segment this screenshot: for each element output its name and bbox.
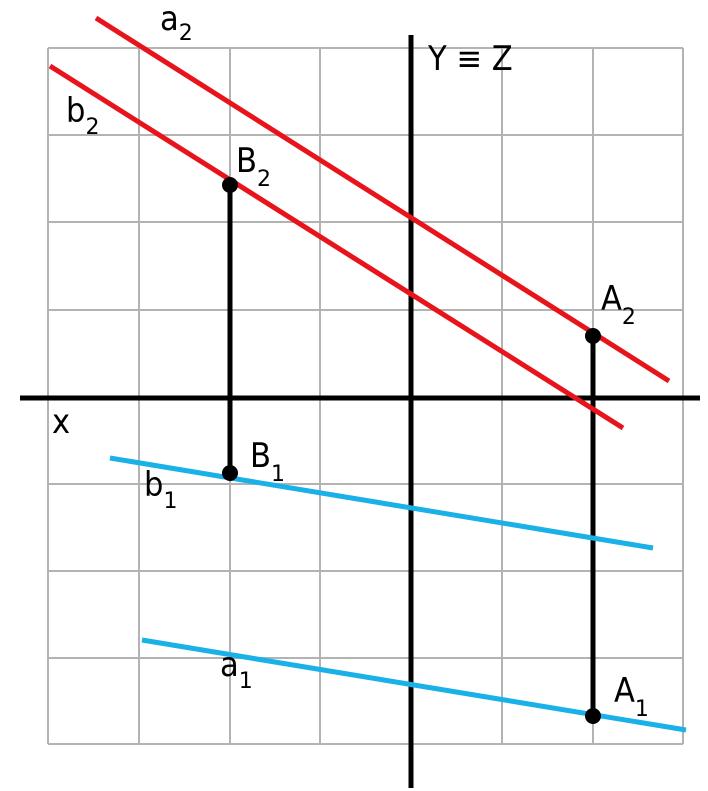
line-b2 <box>48 63 625 431</box>
label-a2-main: a <box>160 0 179 39</box>
axis-x-label: x <box>52 402 70 442</box>
point-B1 <box>222 465 238 481</box>
label-B1-sub: 1 <box>271 462 285 487</box>
label-B1: B1 <box>250 436 285 487</box>
line-b1 <box>109 455 654 551</box>
label-B1-main: B <box>250 436 271 476</box>
label-B2: B2 <box>236 141 271 192</box>
label-b2-sub: 2 <box>85 115 99 140</box>
label-b1-sub: 1 <box>163 489 177 514</box>
label-A1-sub: 1 <box>635 697 649 722</box>
label-a2-sub: 2 <box>179 21 193 46</box>
label-b1: b1 <box>144 465 177 514</box>
label-B2-main: B <box>236 141 257 181</box>
label-a1: a1 <box>220 645 253 694</box>
label-A2: A2 <box>601 279 636 330</box>
label-a1-sub: 1 <box>239 669 253 694</box>
line-a2 <box>94 15 671 384</box>
label-A2-main: A <box>601 279 622 319</box>
label-B2-sub: 2 <box>257 167 271 192</box>
point-B2 <box>222 177 238 193</box>
label-b2: b2 <box>66 91 99 140</box>
label-b1-main: b <box>144 465 163 505</box>
point-A1 <box>585 708 601 724</box>
label-a2: a2 <box>160 0 193 46</box>
label-A1: A1 <box>614 671 649 722</box>
point-A2 <box>585 328 601 344</box>
axis-yz-label: Y ≡ Z <box>427 39 513 79</box>
label-A1-main: A <box>614 671 635 711</box>
label-A2-sub: 2 <box>622 305 636 330</box>
label-a1-main: a <box>220 645 239 685</box>
label-b2-main: b <box>66 91 85 131</box>
